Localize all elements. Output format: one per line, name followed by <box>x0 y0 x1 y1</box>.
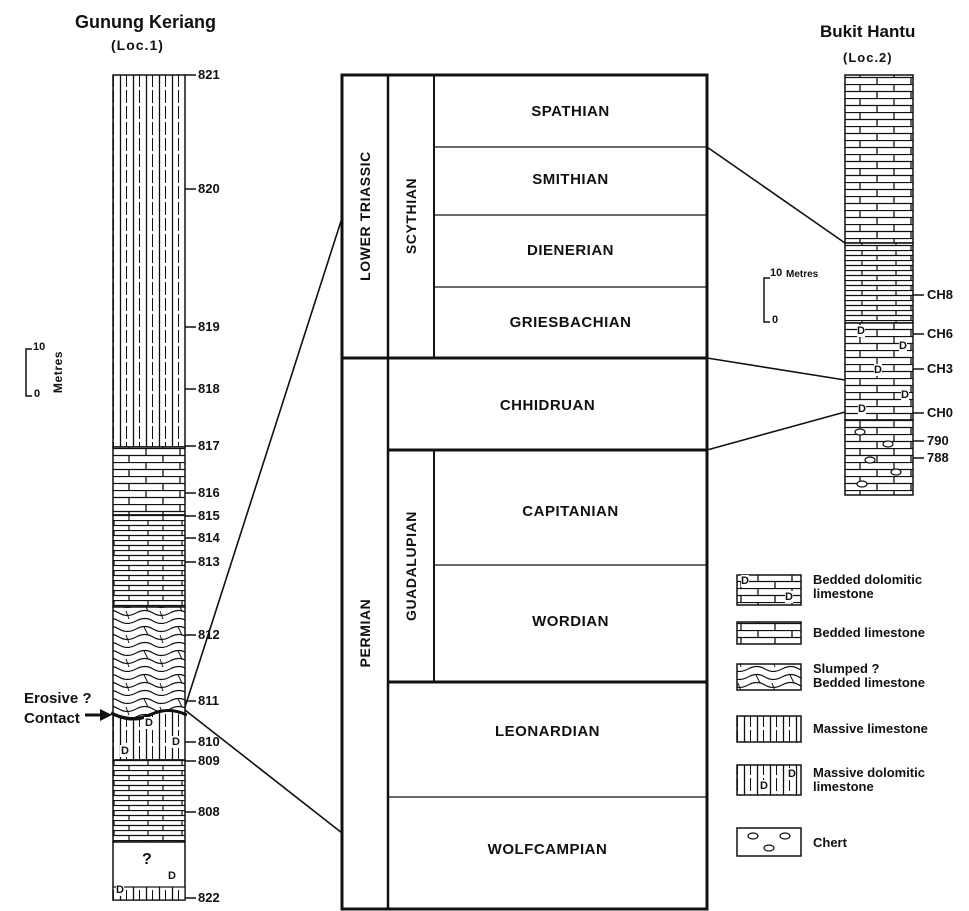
loc2-scale-unit: Metres <box>786 269 818 280</box>
loc1-bedded-lower <box>113 760 185 842</box>
loc1-sample-label: 819 <box>198 319 220 334</box>
loc1-sample-label: 822 <box>198 890 220 905</box>
stage-label-smithian: SMITHIAN <box>434 171 707 188</box>
stage-label-capitanian: CAPITANIAN <box>434 503 707 520</box>
legend-swatch-chert <box>737 828 801 856</box>
stage-label-leonardian: LEONARDIAN <box>388 723 707 740</box>
loc1-title: Gunung Keriang <box>75 12 216 33</box>
loc1-column <box>111 75 187 900</box>
loc1-sample-label: 821 <box>198 67 220 82</box>
legend-dolomite-mark: D <box>760 780 768 792</box>
loc2-sample-label: 788 <box>927 450 949 465</box>
loc1-sample-ticks <box>185 75 196 898</box>
loc2-subtitle: (Loc.2) <box>843 50 893 65</box>
loc2-sample-ticks <box>913 295 924 458</box>
unknown-interval-mark: ? <box>142 851 152 869</box>
loc1-sample-label: 813 <box>198 554 220 569</box>
loc1-sample-label: 808 <box>198 804 220 819</box>
legend-swatch-bedded-limestone <box>737 622 801 644</box>
dolomite-mark: D <box>901 389 909 401</box>
legend-swatch-slumped <box>737 664 801 690</box>
loc1-sample-label: 814 <box>198 530 220 545</box>
loc1-bedded-thin <box>113 515 185 607</box>
contact-arrow-head <box>100 709 112 721</box>
loc1-sample-label: 817 <box>198 438 220 453</box>
loc2-sample-label: CH3 <box>927 361 953 376</box>
legend-dolomite-mark: D <box>741 575 749 587</box>
loc1-sample-label: 812 <box>198 627 220 642</box>
loc2-sample-label: CH8 <box>927 287 953 302</box>
dolomite-mark: D <box>120 745 130 757</box>
dolomite-mark: D <box>171 736 181 748</box>
system-label-permian: PERMIAN <box>357 599 373 668</box>
loc1-subtitle: (Loc.1) <box>111 37 164 53</box>
legend-label-massive-limestone: Massive limestone <box>813 722 928 736</box>
loc2-scale-bar <box>764 278 770 322</box>
erosive-contact-label-1: Erosive ? <box>24 690 92 707</box>
stage-label-wolfcampian: WOLFCAMPIAN <box>388 841 707 858</box>
loc2-scale-bottom: 0 <box>772 314 778 326</box>
dolomite-mark: D <box>857 325 865 337</box>
loc1-bedded-upper <box>113 447 185 515</box>
legend-swatch-massive-limestone <box>737 716 801 742</box>
stage-label-dienerian: DIENERIAN <box>434 242 707 259</box>
stage-label-chhidruan: CHHIDRUAN <box>388 397 707 414</box>
chart-frame <box>342 75 707 909</box>
stage-label-griesbachian: GRIESBACHIAN <box>434 314 707 331</box>
system-label-lower-triassic: LOWER TRIASSIC <box>357 151 373 281</box>
dolomite-mark: D <box>144 717 154 729</box>
legend-label-slumped: Slumped ?Bedded limestone <box>813 662 925 690</box>
time-chart <box>342 75 707 909</box>
stage-label-wordian: WORDIAN <box>434 613 707 630</box>
loc1-massive-upper <box>113 75 185 447</box>
loc1-sample-label: 816 <box>198 485 220 500</box>
dolomite-mark: D <box>116 884 124 896</box>
loc1-sample-label: 818 <box>198 381 220 396</box>
loc1-sample-label: 810 <box>198 734 220 749</box>
dolomite-mark: D <box>899 340 907 352</box>
legend-label-bedded-limestone: Bedded limestone <box>813 626 925 640</box>
legend-dolomite-mark: D <box>785 591 793 603</box>
loc1-sample-label: 820 <box>198 181 220 196</box>
loc2-sample-label: CH6 <box>927 326 953 341</box>
loc1-sample-label: 809 <box>198 753 220 768</box>
series-label-guadalupian: GUADALUPIAN <box>403 511 419 621</box>
dolomite-mark: D <box>168 870 176 882</box>
loc1-sample-label: 815 <box>198 508 220 523</box>
erosive-contact-label-2: Contact <box>24 710 80 727</box>
loc1-scale-bar <box>26 349 32 396</box>
legend-label-chert: Chert <box>813 836 847 850</box>
legend-swatches <box>737 575 801 856</box>
loc1-slumped-bed <box>113 607 185 718</box>
dolomite-mark: D <box>874 364 882 376</box>
loc1-scale-top: 10 <box>33 341 45 353</box>
stage-label-spathian: SPATHIAN <box>434 103 707 120</box>
loc1-sample-label: 811 <box>198 693 219 708</box>
loc1-scale-bottom: 0 <box>34 388 40 400</box>
legend-dolomite-mark: D <box>788 768 796 780</box>
loc2-title: Bukit Hantu <box>820 22 915 42</box>
loc2-sample-label: 790 <box>927 433 949 448</box>
loc2-scale-top: 10 <box>770 267 782 279</box>
loc2-sample-label: CH0 <box>927 405 953 420</box>
loc2-bedded-upper <box>845 75 913 243</box>
loc1-scale-unit: Metres <box>51 351 65 393</box>
dolomite-mark: D <box>858 403 866 415</box>
series-label-scythian: SCYTHIAN <box>403 178 419 254</box>
loc2-bedded-thin <box>845 243 913 323</box>
